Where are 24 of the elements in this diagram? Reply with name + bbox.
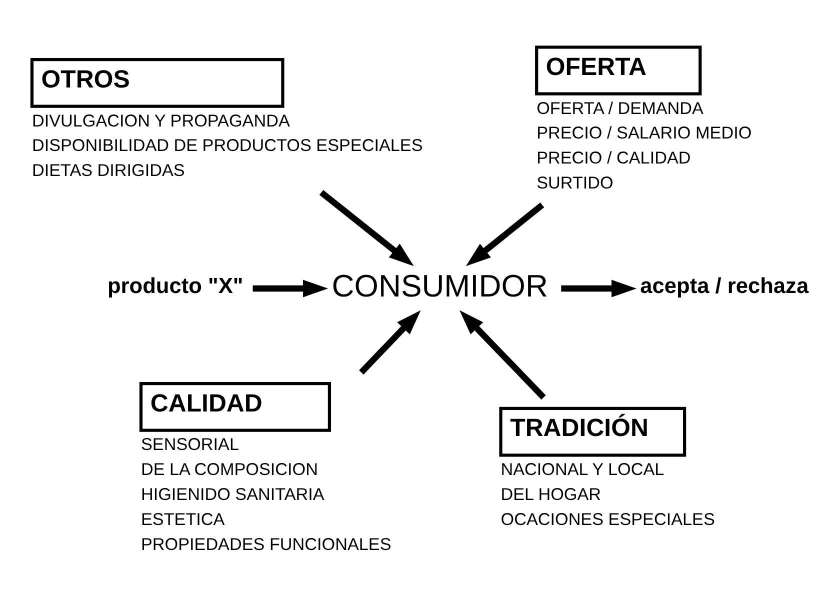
node-label: DIVULGACION Y PROPAGANDA	[32, 110, 290, 130]
node-label: OFERTA / DEMANDA	[536, 98, 704, 118]
node-label: PRECIO / CALIDAD	[536, 148, 691, 168]
node-label: SENSORIAL	[140, 434, 240, 454]
node-label: DE LA COMPOSICION	[140, 459, 318, 480]
arrow	[319, 190, 414, 266]
node-label: DIETAS DIRIGIDAS	[32, 160, 185, 180]
node-label: DISPONIBILIDAD DE PRODUCTOS ESPECIALES	[32, 135, 423, 156]
node-label: NACIONAL Y LOCAL	[500, 459, 664, 480]
node-label: DEL HOGAR	[500, 484, 602, 504]
node-text: producto "X"	[108, 272, 244, 298]
node-text: CONSUMIDOR	[332, 268, 548, 304]
node-label: ESTETICA	[140, 508, 225, 529]
arrow	[252, 280, 328, 298]
node-text: acepta / rechaza	[640, 272, 809, 298]
arrow	[460, 310, 546, 400]
arrow	[561, 280, 637, 298]
arrow	[466, 202, 544, 266]
node-label: HIGIENIDO SANITARIA	[140, 484, 324, 504]
node-label: SURTIDO	[536, 172, 614, 193]
arrow	[359, 310, 421, 375]
node-label: PROPIEDADES FUNCIONALES	[140, 534, 392, 554]
node-label: OCACIONES ESPECIALES	[500, 508, 715, 529]
node-label: PRECIO / SALARIO MEDIO	[536, 122, 752, 143]
